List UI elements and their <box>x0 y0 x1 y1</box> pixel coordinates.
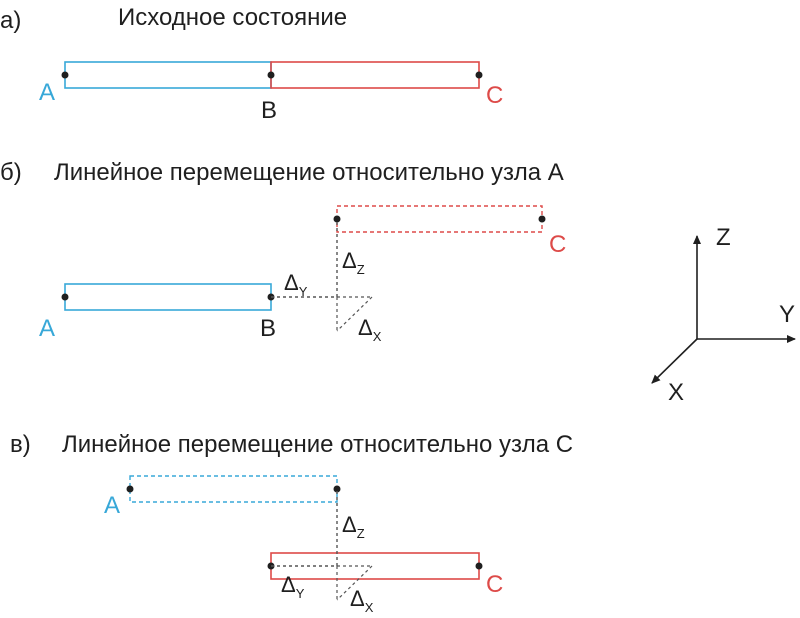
node-b-label: B <box>260 315 276 342</box>
beam-ab-displaced <box>129 475 338 503</box>
node-a-dot <box>61 71 69 79</box>
caption-c-prefix: в) <box>10 431 31 458</box>
delta-x-triangle-diag <box>336 565 373 601</box>
delta-y-label: ΔY <box>281 572 305 601</box>
node-a-label: A <box>39 79 55 106</box>
node-c-label: C <box>549 231 566 258</box>
delta-x-label: ΔX <box>350 586 374 615</box>
caption-c-title: Линейное перемещение относительно узла С <box>62 431 573 458</box>
caption-a-title: Исходное состояние <box>118 4 347 31</box>
delta-z-label: ΔZ <box>342 248 365 277</box>
delta-z-label: ΔZ <box>342 512 365 541</box>
section-c: в) Линейное перемещение относительно узл… <box>10 431 573 615</box>
node-c-label: C <box>486 82 503 109</box>
beam-bc <box>270 61 480 89</box>
caption-b-prefix: б) <box>0 159 22 186</box>
beam-ab <box>64 61 272 89</box>
delta-x-triangle-diag <box>336 296 373 332</box>
node-c-label: C <box>486 571 503 598</box>
node-a-displaced-dot <box>126 485 134 493</box>
beam-bc-displaced <box>336 205 543 233</box>
node-c-dot <box>475 562 483 570</box>
node-b-label: B <box>261 97 277 124</box>
node-a-dot <box>61 293 69 301</box>
section-b: б) Линейное перемещение относительно узл… <box>0 159 796 406</box>
node-b-dot <box>267 71 275 79</box>
node-a-label: A <box>104 492 120 519</box>
delta-y-label: ΔY <box>284 270 308 299</box>
node-c-displaced-dot <box>538 215 546 223</box>
section-a: а) Исходное состояние A B C <box>0 4 503 124</box>
x-axis-arrow <box>651 338 698 384</box>
caption-b-title: Линейное перемещение относительно узла А <box>54 159 564 186</box>
x-axis-label: X <box>668 379 684 406</box>
node-b-displaced-dot <box>333 215 341 223</box>
caption-a-prefix: а) <box>0 7 21 34</box>
node-b-displaced-dot <box>333 485 341 493</box>
z-axis-label: Z <box>716 224 731 251</box>
y-axis-label: Y <box>779 301 795 328</box>
coordinate-axes: Z Y X <box>651 224 796 406</box>
delta-x-label: ΔX <box>358 315 382 344</box>
node-a-label: A <box>39 315 55 342</box>
beam-ab <box>64 283 272 311</box>
node-c-dot <box>475 71 483 79</box>
